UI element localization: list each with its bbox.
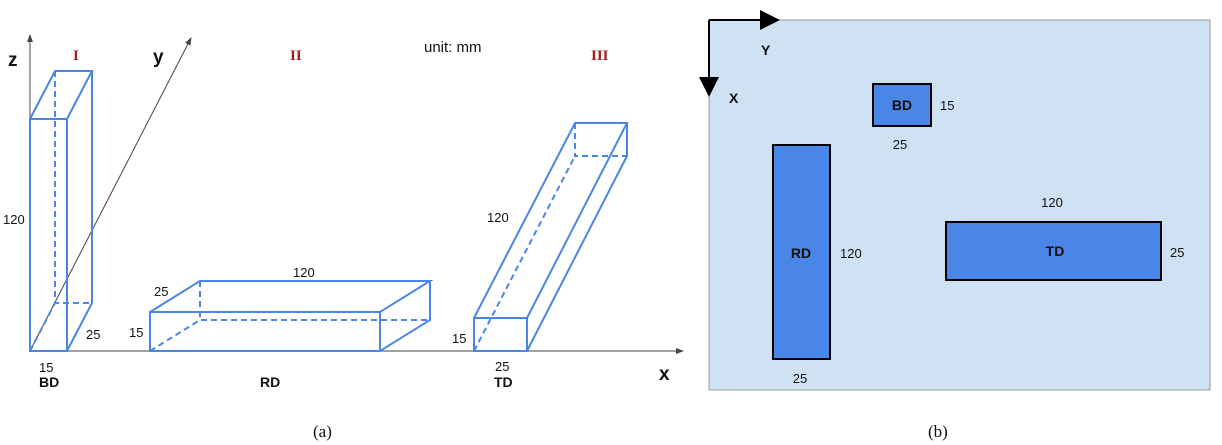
x-axis-label: x [659, 364, 670, 385]
rd-rect-label: RD [791, 245, 811, 261]
rd-bottom-label: 25 [793, 371, 807, 386]
panel-b: Y X BD 15 25 RD 120 25 TD 120 25 (b) [699, 10, 1211, 441]
z-axis-label: z [8, 50, 18, 71]
x-label: X [729, 90, 739, 106]
roman-label-3: III [591, 48, 609, 64]
panel-a: z y x unit: mm I 120 25 15 BD II 120 25 … [3, 34, 684, 441]
td-height-label: 15 [452, 331, 466, 346]
td-width-label: 25 [495, 359, 509, 374]
td-top-label: 120 [1041, 195, 1063, 210]
rd-length-label: 120 [293, 265, 315, 280]
bd-rect-label: BD [892, 97, 912, 113]
caption-b: (b) [928, 422, 948, 441]
rd-name-label: RD [260, 374, 280, 390]
bd-width-label: 15 [39, 360, 53, 375]
rd-box [149, 280, 434, 352]
bd-height-label: 120 [3, 212, 25, 227]
td-rect-label: TD [1046, 243, 1065, 259]
td-name-label: TD [494, 374, 513, 390]
bd-name-label: BD [39, 374, 59, 390]
roman-label-2: II [290, 48, 302, 64]
td-rect [945, 221, 1162, 281]
td-length-label: 120 [487, 210, 509, 225]
unit-label: unit: mm [424, 39, 482, 56]
rd-depth-label: 25 [154, 284, 168, 299]
td-box [473, 122, 629, 352]
y-label: Y [761, 42, 771, 58]
rd-side-label: 120 [840, 246, 862, 261]
rd-height-label: 15 [129, 325, 143, 340]
y-axis-label: y [153, 47, 164, 68]
bd-depth-label: 25 [86, 327, 100, 342]
caption-a: (a) [313, 422, 332, 441]
bd-box [29, 70, 94, 352]
y-axis [29, 37, 192, 352]
bd-side-label: 15 [940, 98, 954, 113]
rd-rect [772, 144, 831, 360]
bd-bottom-label: 25 [893, 137, 907, 152]
bd-rect [872, 83, 932, 127]
td-side-label: 25 [1170, 245, 1184, 260]
roman-label-1: I [73, 48, 79, 64]
